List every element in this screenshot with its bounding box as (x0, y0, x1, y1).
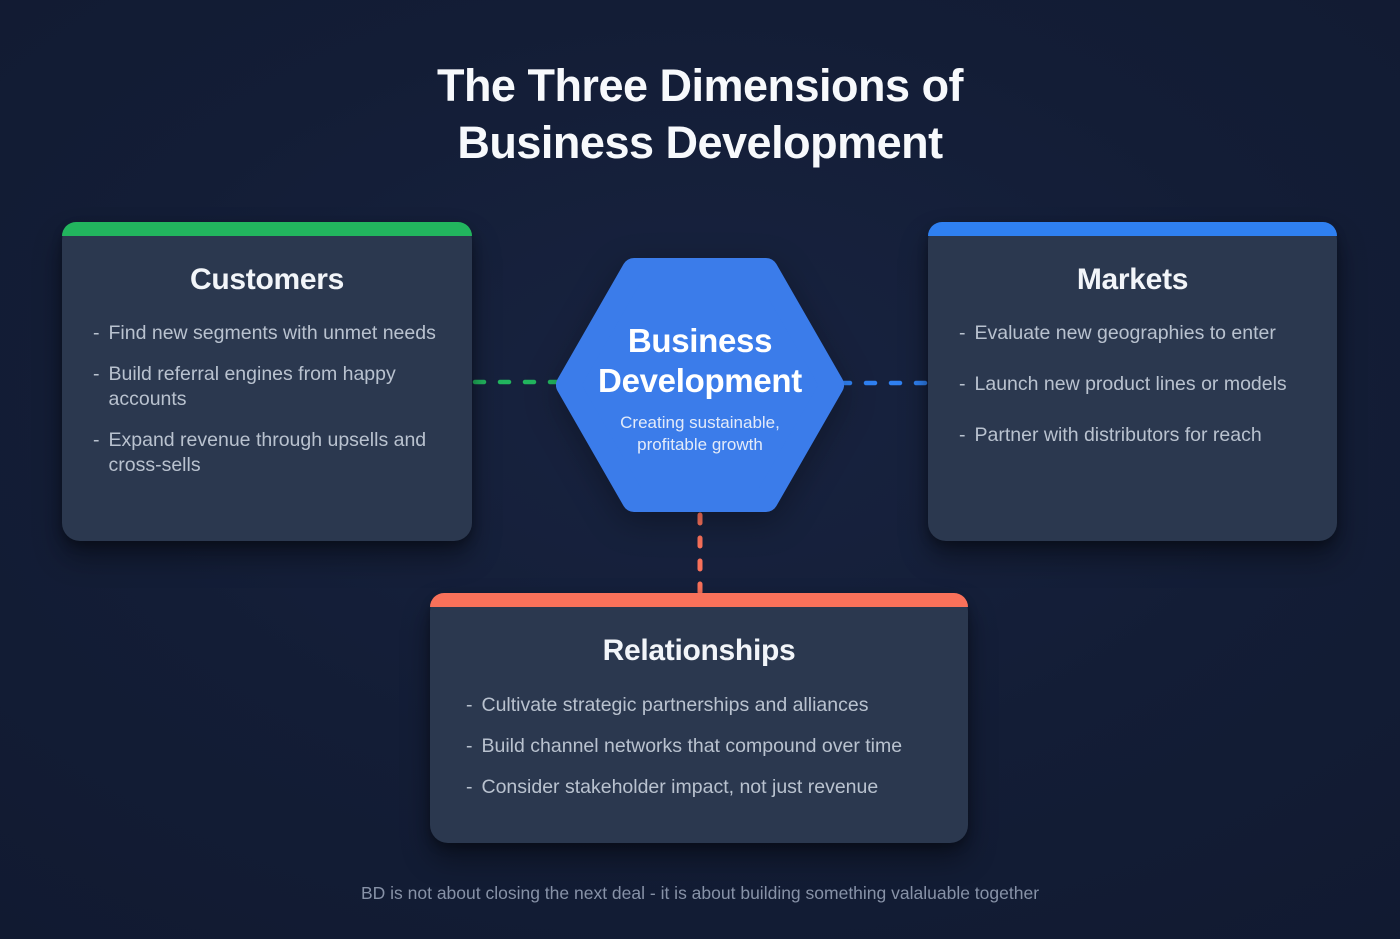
business-development-hexagon: Business Development Creating sustainabl… (556, 258, 844, 512)
customers-accent-bar (62, 222, 472, 236)
list-item: - Partner with distributors for reach (959, 423, 1306, 448)
markets-card-title: Markets (1076, 263, 1189, 296)
hexagon-text-block: Business Development Creating sustainabl… (556, 258, 844, 512)
bullet-marker: - (93, 429, 100, 451)
relationships-accent-bar (430, 593, 968, 607)
list-item: - Find new segments with unmet needs (93, 321, 441, 346)
bullet-marker: - (466, 776, 473, 798)
bullet-text: Evaluate new geographies to enter (974, 322, 1276, 344)
bullet-text: Launch new product lines or models (974, 373, 1287, 395)
bullet-text: Consider stakeholder impact, not just re… (481, 776, 879, 798)
page-title-line-1: The Three Dimensions of (436, 60, 964, 111)
bullet-marker: - (466, 735, 473, 757)
hexagon-title: Business Development (598, 322, 802, 399)
markets-card: Markets - Evaluate new geographies to en… (928, 222, 1337, 541)
list-item: - Launch new product lines or models (959, 372, 1306, 397)
relationships-card-title: Relationships (602, 634, 796, 667)
page-title-line-2: Business Development (457, 117, 943, 168)
bullet-text: Partner with distributors for reach (974, 424, 1262, 446)
customers-card: Customers - Find new segments with unmet… (62, 222, 472, 541)
bullet-text: Cultivate strategic partnerships and all… (481, 694, 869, 716)
bullet-text: Build channel networks that compound ove… (481, 735, 903, 757)
footer-note: BD is not about closing the next deal - … (360, 883, 1040, 903)
relationships-bullet-list: - Cultivate strategic partnerships and a… (430, 668, 968, 800)
bullet-text: Expand revenue through upsells and cross… (108, 429, 427, 476)
list-item: - Evaluate new geographies to enter (959, 321, 1306, 346)
bullet-text: Build referral engines from happy accoun… (108, 363, 396, 410)
bullet-marker: - (959, 424, 966, 446)
list-item: - Expand revenue through upsells and cro… (93, 428, 441, 478)
list-item: - Build referral engines from happy acco… (93, 362, 441, 412)
markets-accent-bar (928, 222, 1337, 236)
hexagon-polygon (556, 258, 844, 512)
bullet-marker: - (93, 322, 100, 344)
list-item: - Cultivate strategic partnerships and a… (466, 693, 932, 718)
bullet-text: Find new segments with unmet needs (108, 322, 436, 344)
bullet-marker: - (466, 694, 473, 716)
hexagon-shape (556, 258, 844, 512)
page-title: The Three Dimensions of Business Develop… (0, 57, 1400, 171)
customers-card-title: Customers (189, 263, 344, 296)
bullet-marker: - (959, 322, 966, 344)
hexagon-subtitle: Creating sustainable, profitable growth (620, 413, 780, 454)
customers-bullet-list: - Find new segments with unmet needs - B… (62, 297, 472, 478)
bullet-marker: - (93, 363, 100, 385)
markets-bullet-list: - Evaluate new geographies to enter - La… (928, 297, 1337, 448)
list-item: - Build channel networks that compound o… (466, 734, 932, 759)
list-item: - Consider stakeholder impact, not just … (466, 775, 932, 800)
relationships-card: Relationships - Cultivate strategic part… (430, 593, 968, 843)
bullet-marker: - (959, 373, 966, 395)
